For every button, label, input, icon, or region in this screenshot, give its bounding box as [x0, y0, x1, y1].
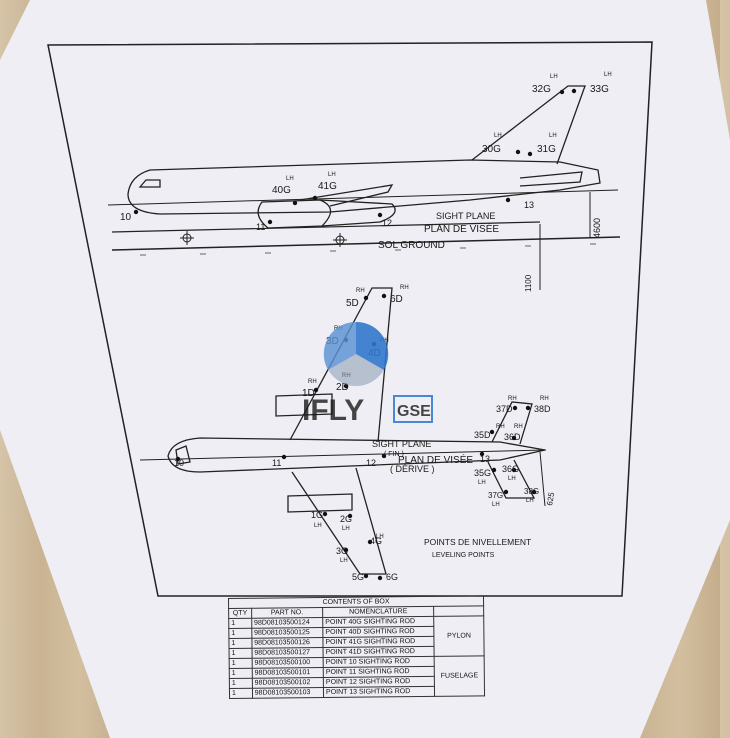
contents-of-box-table: CONTENTS OF BOX QTY PART NO. NOMENCLATUR… [228, 595, 485, 699]
label-2d: 2D [336, 382, 349, 393]
lh-marker-33g: LH [604, 72, 612, 78]
label-top-10: 10 [174, 458, 184, 468]
label-side-33g: 33G [590, 84, 609, 95]
label-2g: 2G [340, 514, 352, 524]
dimension-625 [539, 451, 546, 507]
lh-marker-36g: LH [508, 476, 516, 482]
label-35d: 35D [474, 430, 491, 440]
lh-marker-1g: LH [314, 523, 322, 529]
top-centerline [139, 449, 547, 461]
fin-label: ( FIN ) [384, 451, 404, 458]
ground-line [111, 236, 621, 251]
label-38g: 38G [524, 487, 539, 496]
sight-plane-line [111, 221, 541, 233]
lh-marker-2g: LH [342, 526, 350, 532]
lh-marker-31g: LH [549, 133, 557, 139]
group-pylon: PYLON [433, 615, 485, 657]
lh-marker-30g: LH [494, 133, 502, 139]
top-sight-plane-label: SIGHT PLANE [372, 439, 431, 449]
dimension-4600-label: 4600 [592, 218, 602, 238]
label-6d: 6D [390, 294, 403, 305]
lh-marker-35g: LH [478, 480, 486, 486]
label-side-10: 10 [120, 212, 132, 223]
dimension-1100-label: 1100 [524, 274, 533, 292]
dimension-625-label: 625 [545, 491, 556, 506]
label-side-41g: 41G [318, 181, 337, 192]
lh-marker-41g: LH [328, 172, 336, 178]
side-view-points [133, 88, 577, 225]
label-1g: 1G [311, 510, 323, 520]
watermark-logo-icon: IFLY GSE [302, 321, 433, 427]
label-top-13: 13 [480, 454, 490, 464]
label-37d: 37D [496, 404, 513, 414]
label-5d: 5D [346, 298, 359, 309]
ifly-gse-watermark: IFLY GSE [296, 316, 436, 427]
label-35g: 35G [474, 468, 491, 478]
side-reference-line [107, 189, 619, 206]
header-qty: QTY [228, 608, 252, 619]
rh-marker-37d: RH [508, 396, 517, 402]
label-5g: 5G [352, 572, 364, 582]
points-de-nivellement-label: POINTS DE NIVELLEMENT [424, 537, 531, 547]
label-side-12: 12 [382, 218, 392, 228]
lh-marker-37g: LH [492, 502, 500, 508]
label-side-40g: 40G [272, 185, 291, 196]
label-6g: 6G [386, 572, 398, 582]
lh-marker-40g: LH [286, 176, 294, 182]
side-sight-plane-label: SIGHT PLANE [436, 211, 495, 221]
top-plan-de-visee-label: PLAN DE VISÉE [398, 453, 473, 466]
label-top-11: 11 [272, 458, 281, 468]
derive-label: ( DÉRIVE ) [390, 464, 435, 474]
label-37g: 37G [488, 491, 503, 500]
group-fuselage: FUSELAGE [434, 655, 485, 697]
watermark-text-gse: GSE [397, 403, 431, 420]
watermark-text-ifly: IFLY [302, 394, 364, 426]
label-36d: 36D [504, 432, 521, 442]
label-side-13: 13 [524, 200, 534, 210]
sol-ground-label: SOL GROUND [378, 240, 445, 251]
rh-marker-36d: RH [514, 424, 523, 430]
lh-marker-4g: LH [376, 534, 384, 540]
label-side-30g: 30G [482, 144, 501, 155]
rh-marker-38d: RH [540, 396, 549, 402]
drawing-frame [47, 41, 653, 597]
label-36g: 36G [502, 464, 519, 474]
rh-marker-6d: RH [400, 285, 409, 291]
label-side-11: 11 [256, 222, 265, 232]
label-top-12: 12 [366, 458, 376, 468]
leveling-points-label: LEVELING POINTS [432, 552, 495, 559]
lh-marker-38g: LH [526, 498, 534, 504]
label-4g: 4G [370, 536, 382, 546]
lh-marker-3g: LH [340, 558, 348, 564]
ground-hatching [140, 243, 596, 256]
label-side-32g: 32G [532, 84, 551, 95]
lh-marker-32g: LH [550, 74, 558, 80]
rh-marker-1d: RH [308, 379, 317, 385]
rh-marker-35d: RH [496, 424, 505, 430]
label-38d: 38D [534, 404, 551, 414]
label-side-31g: 31G [537, 144, 556, 155]
side-view-aircraft [127, 85, 601, 229]
top-view-points [175, 293, 537, 581]
label-3g: 3G [336, 546, 348, 556]
rh-marker-5d: RH [356, 288, 365, 294]
side-plan-de-visee-label: PLAN DE VISÉE [424, 222, 499, 235]
header-group [433, 605, 484, 617]
label-1d: 1D [302, 388, 315, 399]
